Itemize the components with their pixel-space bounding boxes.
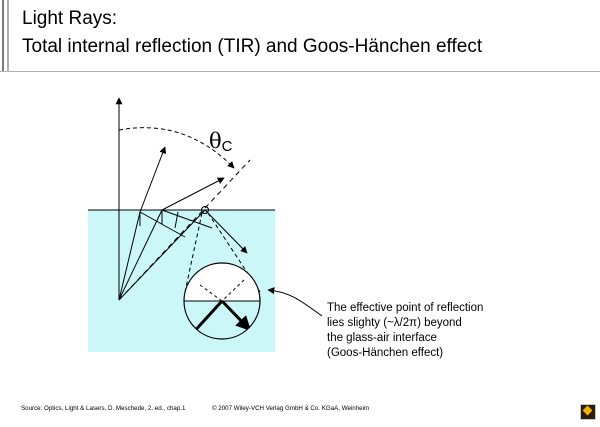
magnified-dashed-2 bbox=[221, 279, 245, 302]
goos-hanchen-caption: The effective point of reflection lies s… bbox=[327, 302, 484, 359]
interface-tick-3 bbox=[174, 211, 179, 229]
slide-subtitle: Total internal reflection (TIR) and Goos… bbox=[22, 36, 483, 57]
wiley-logo-icon bbox=[580, 404, 596, 420]
reflected-ray-3 bbox=[204, 209, 248, 254]
critical-angle-arc bbox=[118, 127, 235, 169]
incident-ray-3 bbox=[118, 209, 206, 301]
reflected-ray-2 bbox=[161, 209, 213, 229]
header-divider bbox=[0, 71, 600, 72]
reflected-ray-1 bbox=[139, 211, 186, 238]
caption-pointer bbox=[267, 287, 323, 317]
refracted-ray-1 bbox=[139, 146, 167, 213]
magnified-circle bbox=[183, 262, 261, 340]
slide-header: Light Rays: Total internal reflection (T… bbox=[0, 0, 600, 72]
footer-source: Source: Optics, Light & Lasers, D. Mesch… bbox=[21, 405, 186, 412]
incident-ray-2 bbox=[118, 209, 163, 301]
reflection-point-marker bbox=[201, 206, 209, 214]
magnified-dashed-1 bbox=[199, 284, 223, 302]
title-decoration-bar-2 bbox=[7, 0, 9, 72]
critical-angle-label: θC bbox=[209, 129, 233, 155]
refracted-ray-2 bbox=[161, 177, 225, 211]
title-decoration-bar bbox=[2, 0, 4, 72]
logo-star-icon bbox=[582, 405, 593, 416]
magnified-beam-out bbox=[220, 299, 252, 332]
incident-ray-1 bbox=[118, 211, 141, 301]
slide-title: Light Rays: bbox=[22, 8, 118, 29]
footer-copyright: © 2007 Wiley-VCH Verlag GmbH & Co. KGaA,… bbox=[212, 405, 370, 412]
